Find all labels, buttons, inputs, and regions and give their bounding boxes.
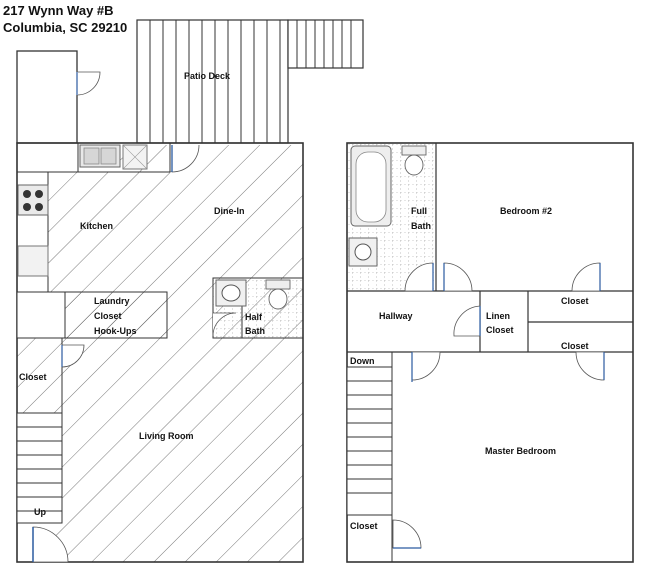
label-kitchen: Kitchen bbox=[80, 221, 113, 231]
label-up: Up bbox=[34, 507, 46, 517]
label-closet-master: Closet bbox=[561, 341, 589, 351]
label-full-bath-2: Bath bbox=[411, 221, 431, 231]
half-bath bbox=[212, 277, 304, 339]
first-floor-hatch bbox=[17, 145, 303, 562]
label-closet-first-floor: Closet bbox=[19, 372, 47, 382]
label-half-bath-1: Half bbox=[245, 312, 263, 322]
label-laundry-2: Closet bbox=[94, 311, 122, 321]
toilet-icon bbox=[265, 279, 291, 310]
label-patio-deck: Patio Deck bbox=[184, 71, 231, 81]
address-line-1: 217 Wynn Way #B bbox=[3, 3, 114, 18]
patio-door bbox=[171, 144, 200, 173]
address-block: 217 Wynn Way #B Columbia, SC 29210 bbox=[3, 2, 127, 36]
refrigerator-icon bbox=[17, 245, 49, 277]
first-floor bbox=[16, 19, 364, 563]
stairs-up bbox=[16, 412, 63, 524]
label-laundry-3: Hook-Ups bbox=[94, 326, 137, 336]
label-linen-2: Closet bbox=[486, 325, 514, 335]
label-hallway: Hallway bbox=[379, 311, 413, 321]
label-master-bedroom: Master Bedroom bbox=[485, 446, 556, 456]
label-laundry-1: Laundry bbox=[94, 296, 130, 306]
patio-deck bbox=[136, 19, 364, 144]
second-floor-doors bbox=[392, 262, 605, 549]
label-living-room: Living Room bbox=[139, 431, 194, 441]
label-closet-bottom: Closet bbox=[350, 521, 378, 531]
stove-icon bbox=[17, 184, 49, 216]
front-door bbox=[32, 526, 69, 563]
first-floor-outer-wall bbox=[16, 142, 304, 563]
storage-room bbox=[16, 50, 101, 144]
bath-sink-icon bbox=[354, 243, 372, 261]
label-half-bath-2: Bath bbox=[245, 326, 265, 336]
second-floor bbox=[346, 142, 634, 563]
address-line-2: Columbia, SC 29210 bbox=[3, 20, 128, 35]
label-linen-1: Linen bbox=[486, 311, 510, 321]
dishwasher-icon bbox=[122, 144, 148, 170]
stairs-down bbox=[346, 352, 393, 562]
label-dine-in: Dine-In bbox=[214, 206, 245, 216]
kitchen-sink-icon bbox=[79, 144, 121, 168]
laundry-closet bbox=[16, 291, 168, 339]
label-bedroom-2: Bedroom #2 bbox=[500, 206, 552, 216]
label-closet-bedroom-2: Closet bbox=[561, 296, 589, 306]
label-down: Down bbox=[350, 356, 375, 366]
toilet-icon-upstairs bbox=[404, 154, 424, 176]
label-full-bath-1: Full bbox=[411, 206, 427, 216]
room-labels: Patio Deck Kitchen Dine-In Laundry Close… bbox=[19, 71, 589, 531]
